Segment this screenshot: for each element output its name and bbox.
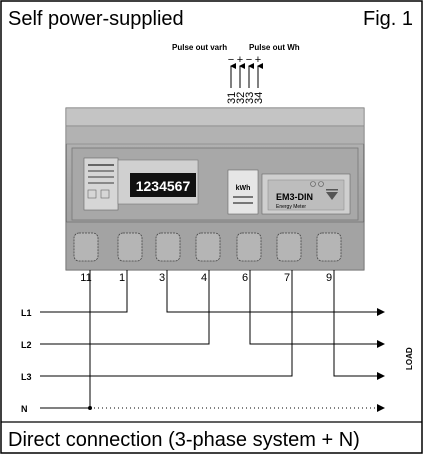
pulse-terminal-33: 33 (244, 92, 256, 104)
kwh-label: kWh (236, 185, 251, 192)
figure-number: Fig. 1 (363, 8, 413, 30)
polarity-34: + (255, 54, 261, 66)
terminal-block (73, 232, 342, 262)
terminal-4-label: 4 (201, 272, 207, 284)
pulse-terminal-34: 34 (253, 92, 265, 104)
terminal-7-label: 7 (284, 272, 290, 284)
display-value: 1234567 (136, 178, 191, 194)
line-l3-label: L3 (21, 372, 32, 382)
model-subtitle: Energy Meter (276, 204, 306, 210)
line-n-label: N (21, 404, 28, 414)
neutral-junction (88, 406, 92, 410)
line-l1-label: L1 (21, 308, 32, 318)
energy-meter-body: 1234567 kWh EM3-DIN Energy Meter (65, 107, 365, 271)
terminal-3-label: 3 (159, 272, 165, 284)
polarity-33: − (246, 54, 252, 66)
led-icon (310, 181, 316, 187)
kwh-plate (227, 169, 259, 215)
terminal-6-label: 6 (242, 272, 248, 284)
pulse-output-wires (230, 63, 263, 88)
meter-display (130, 173, 196, 197)
led-icon (318, 181, 324, 187)
scroll-down-icon (326, 192, 338, 200)
phase-wiring (40, 270, 385, 409)
model-name: EM3-DIN (276, 192, 313, 202)
terminal-9-label: 9 (326, 272, 332, 284)
pulse-out-varh-label: Pulse out varh (172, 43, 227, 52)
pulse-terminal-31: 31 (226, 92, 238, 104)
diagram-title: Self power-supplied (8, 8, 184, 30)
load-label: LOAD (405, 347, 414, 370)
pulse-out-wh-label: Pulse out Wh (249, 43, 300, 52)
polarity-31: − (228, 54, 234, 66)
pulse-terminal-32: 32 (235, 92, 247, 104)
terminal-11-label: 11 (80, 272, 91, 284)
polarity-32: + (237, 54, 243, 66)
diagram-caption: Direct connection (3-phase system + N) (8, 429, 360, 451)
meter-info-plate (83, 157, 119, 211)
line-l2-label: L2 (21, 340, 32, 350)
terminal-1-label: 1 (119, 272, 125, 284)
